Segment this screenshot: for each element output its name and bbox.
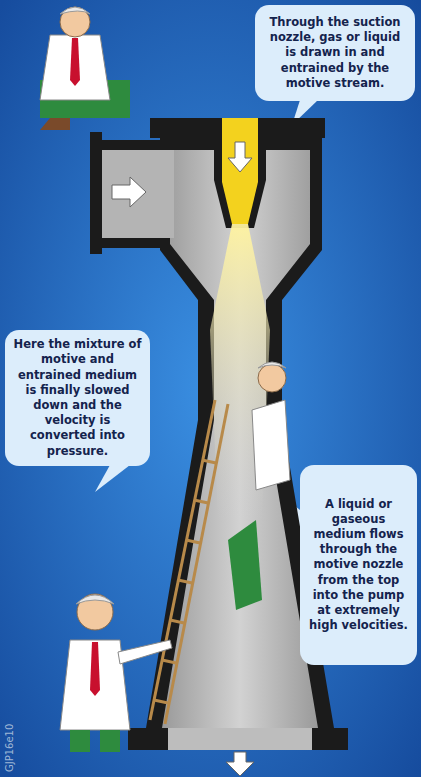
outlet-bore <box>168 728 312 750</box>
callout-text: A liquid or gaseous medium flows through… <box>308 497 409 634</box>
flow-arrow <box>228 142 252 172</box>
callout-bubble: Through the suction nozzle, gas or liqui… <box>255 5 415 101</box>
diffuser-channel <box>162 150 318 728</box>
scientist-figure <box>60 594 172 752</box>
callout-bubble: Here the mixture of motive and entrained… <box>5 330 150 466</box>
motive-nozzle <box>222 118 258 224</box>
callout-bubble: A liquid or gaseous medium flows through… <box>300 465 417 665</box>
scientist-figure <box>40 7 130 130</box>
ladder <box>150 400 228 724</box>
callout-text: Through the suction nozzle, gas or liqui… <box>263 15 407 91</box>
suction-channel <box>150 150 174 238</box>
flow-arrow <box>112 177 146 207</box>
bottom-flange <box>128 728 348 750</box>
watermark-code: GJP16e10 <box>4 724 15 772</box>
bubble-tail <box>95 465 130 492</box>
scientist-figure <box>228 362 290 610</box>
flow-arrow <box>226 752 254 776</box>
callout-text: Here the mixture of motive and entrained… <box>13 337 142 458</box>
